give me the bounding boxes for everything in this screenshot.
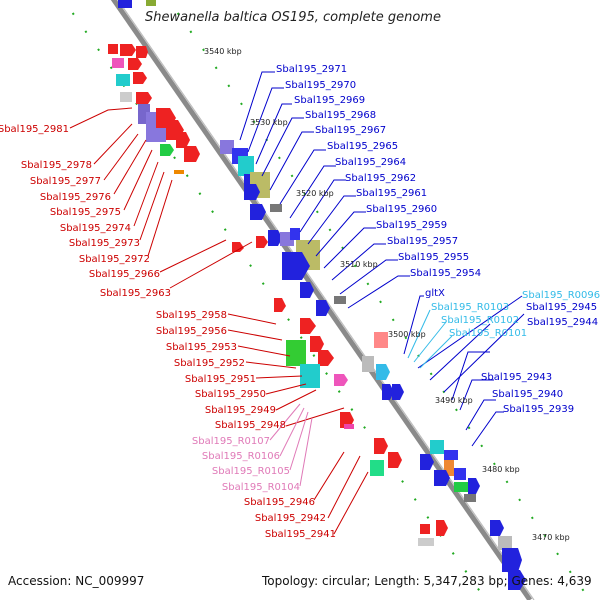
gene-label[interactable]: Sbal195_2940 <box>492 389 563 400</box>
gene-label[interactable]: Sbal195_R0102 <box>441 315 519 326</box>
feature-top-2 <box>146 0 156 6</box>
gene-label[interactable]: Sbal195_2948 <box>215 420 286 431</box>
gene-label[interactable]: Sbal195_2966 <box>89 269 160 280</box>
gene-label[interactable]: Sbal195_2964 <box>335 157 406 168</box>
gene-label[interactable]: Sbal195_2951 <box>185 374 256 385</box>
gene-label[interactable]: Sbal195_2952 <box>174 358 245 369</box>
gene-label[interactable]: Sbal195_2954 <box>410 268 481 279</box>
gene-label[interactable]: Sbal195_2971 <box>276 64 347 75</box>
genome-title: Shewanella baltica OS195, complete genom… <box>145 10 441 25</box>
gene-label[interactable]: Sbal195_2974 <box>60 223 131 234</box>
gene-label[interactable]: Sbal195_2972 <box>79 254 150 265</box>
gene-label[interactable]: Sbal195_2973 <box>69 238 140 249</box>
gene-label[interactable]: Sbal195_R0104 <box>222 482 300 493</box>
gene-label[interactable]: Sbal195_2975 <box>50 207 121 218</box>
gene-label[interactable]: Sbal195_R0105 <box>212 466 290 477</box>
gene-label[interactable]: Sbal195_R0106 <box>202 451 280 462</box>
gene-label[interactable]: Sbal195_2970 <box>285 80 356 91</box>
gene-label[interactable]: Sbal195_2969 <box>294 95 365 106</box>
genome-info-text: Topology: circular; Length: 5,347,283 bp… <box>262 574 592 588</box>
gene-label[interactable]: Sbal195_2961 <box>356 188 427 199</box>
gene-label[interactable]: Sbal195_2958 <box>156 310 227 321</box>
scale-label: 3470 kbp <box>532 533 570 542</box>
scale-label: 3510 kbp <box>340 260 378 269</box>
gene-label[interactable]: Sbal195_2956 <box>156 326 227 337</box>
right-gene-labels: Sbal195_2971 Sbal195_2970 Sbal195_2969 S… <box>276 64 600 415</box>
scale-label: 3500 kbp <box>388 330 426 339</box>
scale-labels: 3540 kbp 3530 kbp 3520 kbp 3510 kbp 3500… <box>204 47 570 542</box>
left-strand-features <box>108 44 448 546</box>
gene-label[interactable]: Sbal195_2953 <box>166 342 237 353</box>
right-strand-features <box>220 140 526 590</box>
feature-top <box>118 0 132 8</box>
gene-label[interactable]: Sbal195_2950 <box>195 389 266 400</box>
gene-label[interactable]: Sbal195_2946 <box>244 497 315 508</box>
gene-label[interactable]: Sbal195_2957 <box>387 236 458 247</box>
gene-label[interactable]: Sbal195_2960 <box>366 204 437 215</box>
leader-lines-rna-right <box>407 309 453 369</box>
gene-label[interactable]: Sbal195_R0103 <box>431 302 509 313</box>
genome-backbone-shadow <box>117 0 535 600</box>
gene-label[interactable]: Sbal195_2981 <box>0 124 69 135</box>
gene-label[interactable]: Sbal195_R0096 <box>522 290 600 301</box>
gene-label[interactable]: Sbal195_2949 <box>205 405 276 416</box>
gene-label[interactable]: Sbal195_2968 <box>305 110 376 121</box>
gene-label[interactable]: Sbal195_2945 <box>526 302 597 313</box>
gene-label[interactable]: Sbal195_2955 <box>398 252 469 263</box>
gene-label[interactable]: Sbal195_2942 <box>255 513 326 524</box>
leader-lines-left <box>69 107 369 535</box>
gene-label[interactable]: Sbal195_2965 <box>327 141 398 152</box>
guide-track-outer-left <box>62 0 487 600</box>
gene-label[interactable]: Sbal195_2976 <box>40 192 111 203</box>
scale-label: 3480 kbp <box>482 465 520 474</box>
scale-label: 3540 kbp <box>204 47 242 56</box>
gene-label[interactable]: Sbal195_2962 <box>345 173 416 184</box>
guide-track-inner-right <box>167 0 591 600</box>
gene-label[interactable]: Sbal195_2941 <box>265 529 336 540</box>
scale-label: 3490 kbp <box>435 396 473 405</box>
scale-label: 3530 kbp <box>250 118 288 127</box>
gene-label[interactable]: Sbal195_2967 <box>315 125 386 136</box>
gene-label[interactable]: Sbal195_2944 <box>527 317 598 328</box>
left-gene-labels: Sbal195_2981 Sbal195_2978 Sbal195_2977 S… <box>0 124 336 540</box>
genome-backbone <box>110 0 533 600</box>
gene-label[interactable]: Sbal195_2959 <box>376 220 447 231</box>
gene-label[interactable]: Sbal195_2943 <box>481 372 552 383</box>
gene-label[interactable]: gltX <box>425 288 445 299</box>
gene-label[interactable]: Sbal195_2977 <box>30 176 101 187</box>
gene-label[interactable]: Sbal195_R0101 <box>449 328 527 339</box>
leader-lines-right <box>239 71 525 447</box>
gene-label[interactable]: Sbal195_R0107 <box>192 436 270 447</box>
gene-label[interactable]: Sbal195_2963 <box>100 288 171 299</box>
scale-label: 3520 kbp <box>296 189 334 198</box>
gene-label[interactable]: Sbal195_2978 <box>21 160 92 171</box>
leader-lines-rna-left <box>269 403 313 487</box>
gene-label[interactable]: Sbal195_2939 <box>503 404 574 415</box>
accession-text: Accession: NC_009997 <box>8 574 145 588</box>
